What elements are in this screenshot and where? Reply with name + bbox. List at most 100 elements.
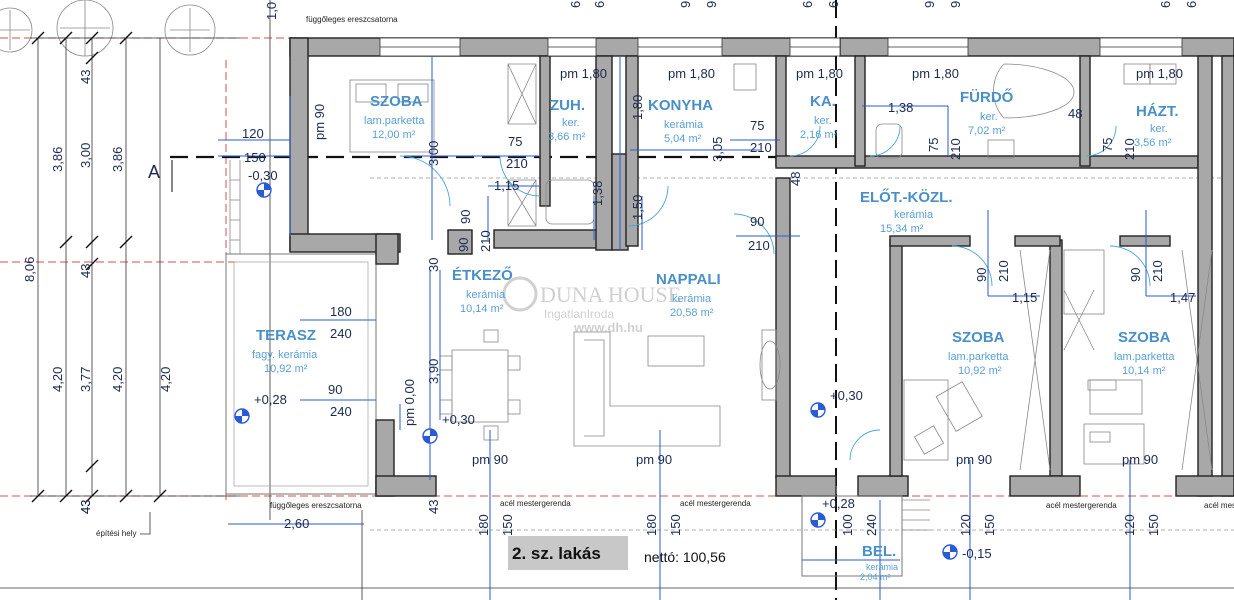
dimension-label: 3,05 — [710, 137, 725, 162]
note-steel-beam: acél mestergerenda — [1204, 501, 1234, 510]
dimension-label: 210 — [1150, 260, 1165, 282]
dimension-label: 180 — [644, 514, 659, 536]
note-steel-beam: acél mestergerenda — [1046, 501, 1117, 510]
level-markers — [234, 182, 958, 560]
room-zuh-name: ZUH. — [550, 97, 585, 114]
section-marker: A — [148, 162, 160, 182]
room-furdo-name: FÜRDŐ — [960, 88, 1014, 106]
dimension-label: 48 — [1068, 106, 1082, 121]
dimension-label: 210 — [506, 156, 528, 171]
room-furdo-floor: ker. — [980, 111, 998, 123]
notes: függőleges ereszcsatorna függőleges eres… — [96, 15, 1234, 538]
dimension-label: 240 — [330, 404, 352, 419]
ceiling-height-label: pm 90 — [472, 452, 508, 467]
level-label: +0,28 — [254, 392, 287, 407]
dimension-label: 180 — [330, 304, 352, 319]
dimension-label: 240 — [330, 326, 352, 341]
dimension-label: 210 — [478, 230, 493, 252]
dimension-label: 90 — [456, 238, 471, 252]
room-szoba-1-floor: lam.parketta — [364, 115, 425, 127]
ceiling-height-label: pm 1,80 — [912, 66, 959, 81]
left-dimensions: 3,86 3,00 3,86 8,06 4,20 3,77 4,20 4,20 … — [22, 70, 441, 514]
note-steel-beam: acél mestergerenda — [500, 499, 571, 508]
dimension-label: 4,20 — [50, 367, 65, 392]
dimension-label: 6 — [1158, 1, 1173, 8]
ceiling-height-label: pm 0,00 — [402, 379, 417, 426]
dimension-label: 90 — [974, 268, 989, 282]
dimension-label: 150 — [982, 514, 997, 536]
room-terasz-floor: fagy. kerámia — [252, 349, 318, 361]
interior-dimensions: 120 150 90 75 210 1,15 1,38 1,50 90 210 … — [242, 95, 1195, 419]
dimension-label: 4,20 — [110, 367, 125, 392]
apartment-label: 2. sz. lakás — [512, 544, 601, 563]
level-label: +0,30 — [830, 388, 863, 403]
room-elot-floor: kerámia — [894, 209, 934, 221]
dimension-label: 1,0 — [264, 2, 279, 20]
room-szoba-2-floor: lam.parketta — [948, 351, 1009, 363]
dimension-label: 6 — [826, 1, 841, 8]
dimension-label: 30 — [426, 258, 441, 272]
ceiling-height-label: pm 90 — [956, 452, 992, 467]
room-szoba-1-area: 12,00 m² — [372, 129, 416, 141]
ceiling-height-label: pm 1,80 — [796, 66, 843, 81]
room-hazt-area: 3,56 m² — [1134, 137, 1172, 149]
note-steel-beam: acél mestergerenda — [680, 499, 751, 508]
watermark-sub: IngatlanIroda — [544, 307, 614, 321]
room-hazt-name: HÁZT. — [1136, 103, 1179, 120]
note-gutter-top: függőleges ereszcsatorna — [306, 15, 398, 24]
room-bel-area: 2,04 m² — [860, 572, 891, 582]
terrace-frame — [225, 160, 377, 495]
level-label: -0,15 — [962, 546, 992, 561]
dimension-label: 120 — [1122, 514, 1137, 536]
dimension-label: 210 — [1122, 138, 1137, 160]
dimension-label: 8,06 — [22, 257, 37, 282]
dimension-label: 75 — [508, 134, 522, 149]
dimension-label: 3,86 — [50, 147, 65, 172]
dimension-label: 100 — [840, 514, 855, 536]
top-dimensions: 1,0 6 6 9 9 6 6 9 9 6 6 — [264, 1, 1199, 20]
dimension-label: 3,86 — [110, 147, 125, 172]
dimension-label: 1,80 — [630, 95, 645, 120]
dimension-label: 3,00 — [426, 141, 441, 166]
door-swings — [399, 125, 1151, 461]
dimension-label: 43 — [78, 264, 93, 278]
dimension-label: 210 — [750, 140, 772, 155]
room-labels: SZOBA lam.parketta 12,00 m² ZUH. ker. 3,… — [252, 88, 1179, 582]
room-hazt-floor: ker. — [1150, 123, 1168, 135]
watermark: DUNA HOUSE IngatlanIroda www.dh.hu — [502, 276, 681, 335]
room-ka-area: 2,16 m² — [800, 129, 838, 141]
ceiling-height-label: pm 1,80 — [1136, 66, 1183, 81]
room-etkezo-area: 10,14 m² — [460, 303, 504, 315]
dimension-label: 6 — [568, 1, 583, 8]
blue-dimension-lines — [218, 56, 1196, 600]
room-szoba-1-name: SZOBA — [370, 93, 423, 110]
level-label: +0,28 — [822, 496, 855, 511]
dimension-label: 210 — [748, 238, 770, 253]
dimension-label: 6 — [800, 1, 815, 8]
level-label: +0,30 — [442, 412, 475, 427]
left-dimension-lines — [30, 31, 240, 503]
windows — [379, 37, 1183, 57]
room-elot-name: ELŐT.-KÖZL. — [860, 188, 953, 206]
room-nappali-floor: kerámia — [672, 293, 712, 305]
net-area: nettó: 100,56 — [644, 549, 726, 565]
dimension-label: 180 — [476, 514, 491, 536]
note-gutter-bottom: függőleges ereszcsatorna — [270, 501, 362, 510]
watermark-brand: DUNA HOUSE — [540, 282, 681, 307]
room-szoba-2-area: 10,92 m² — [958, 365, 1002, 377]
ceiling-height-label: pm 90 — [312, 104, 327, 140]
ceiling-height-label: pm 1,80 — [668, 66, 715, 81]
dimension-label: 2,60 — [284, 516, 309, 531]
room-nappali-area: 20,58 m² — [670, 307, 714, 319]
room-terasz-area: 10,92 m² — [264, 363, 308, 375]
dimension-label: 1,50 — [630, 195, 645, 220]
room-szoba-3-floor: lam.parketta — [1114, 351, 1175, 363]
dimension-label: 75 — [1100, 138, 1115, 152]
dimension-label: 1,15 — [1012, 290, 1037, 305]
dimension-label: 3,90 — [426, 359, 441, 384]
dimension-label: 1,15 — [494, 178, 519, 193]
dimension-label: 48 — [788, 172, 803, 186]
dimension-label: 120 — [958, 514, 973, 536]
ceiling-height-label: pm 1,80 — [560, 66, 607, 81]
